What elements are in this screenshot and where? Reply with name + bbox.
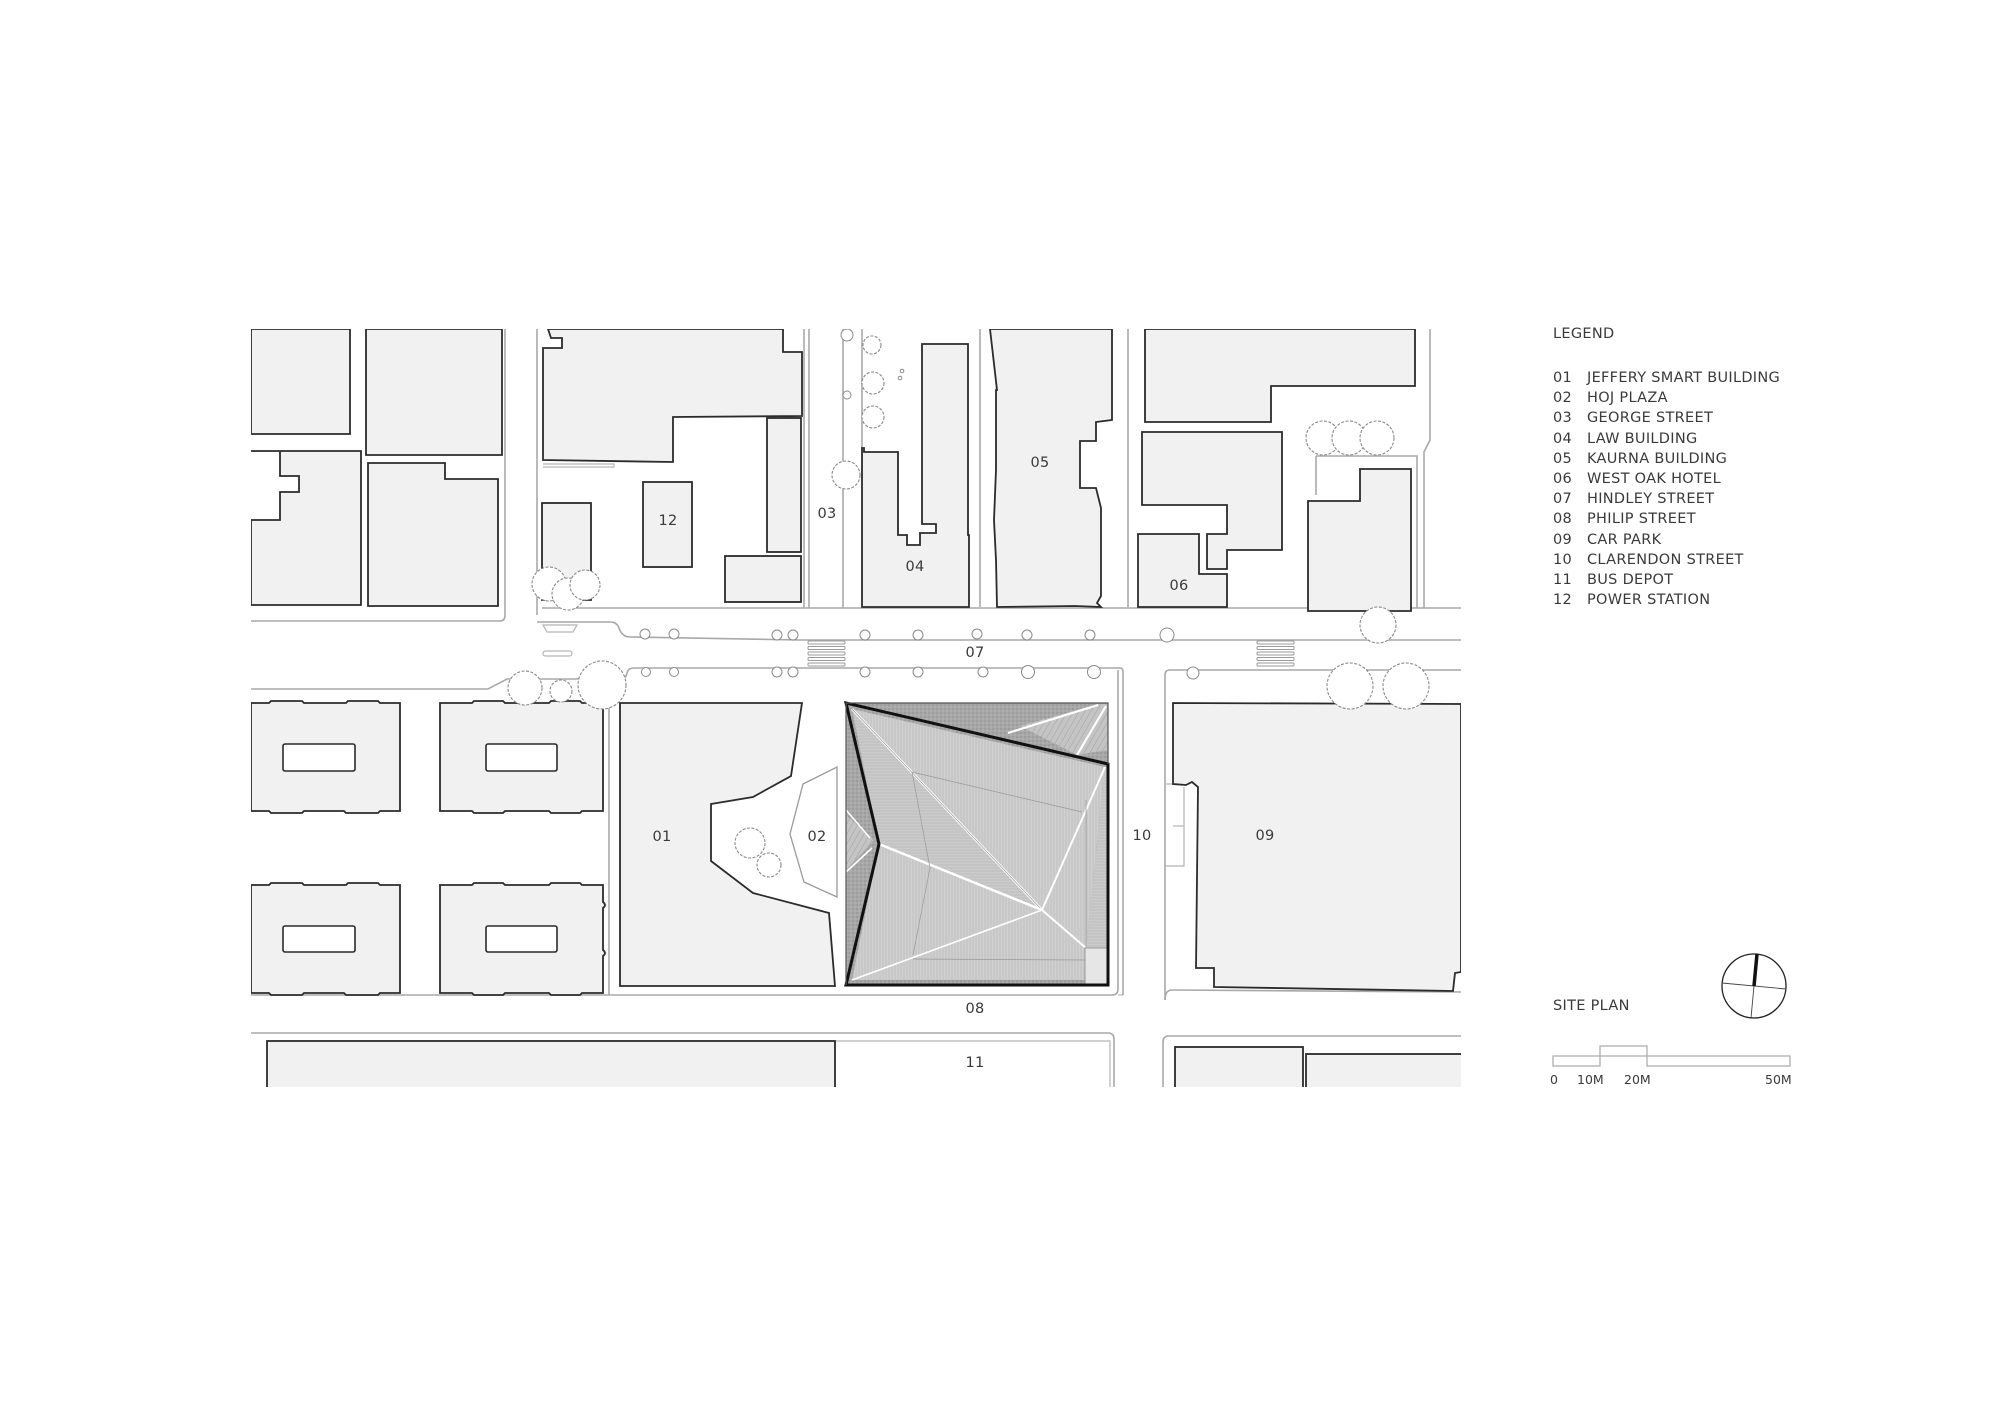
hoj-plaza — [789, 765, 838, 899]
legend: LEGEND 01 JEFFERY SMART BUILDING 02 HOJ PL… — [1553, 326, 1780, 610]
legend-item: 08 PHILIP STREET — [1553, 509, 1780, 529]
map-label-04: 04 — [905, 559, 925, 575]
street-trees — [639, 329, 1200, 680]
car-park — [1172, 702, 1461, 992]
legend-num: 10 — [1553, 551, 1573, 568]
legend-item: 01 JEFFERY SMART BUILDING — [1553, 368, 1780, 388]
map-label-02: 02 — [807, 829, 827, 845]
legend-item: 05 KAURNA BUILDING — [1553, 449, 1780, 469]
legend-name: WEST OAK HOTEL — [1587, 470, 1721, 487]
legend-item: 02 HOJ PLAZA — [1553, 388, 1780, 408]
south-east-building-1 — [1174, 1046, 1304, 1087]
legend-num: 02 — [1553, 390, 1573, 407]
power-station-building — [642, 481, 693, 568]
legend-num: 11 — [1553, 571, 1573, 588]
legend-item: 07 HINDLEY STREET — [1553, 489, 1780, 509]
legend-num: 05 — [1553, 450, 1573, 467]
legend-item: 03 GEORGE STREET — [1553, 408, 1780, 428]
scale-label-10m: 10M — [1577, 1072, 1604, 1087]
legend-name: CAR PARK — [1587, 531, 1662, 548]
law-building — [861, 343, 970, 608]
south-east-building-2 — [1305, 1053, 1461, 1087]
legend-item: 09 CAR PARK — [1553, 530, 1780, 550]
north-arrow-icon — [1721, 953, 1787, 1019]
scale-label-20m: 20M — [1624, 1072, 1651, 1087]
project-building-roof — [843, 700, 1110, 987]
map-label-09: 09 — [1255, 828, 1275, 844]
legend-num: 06 — [1553, 470, 1573, 487]
legend-name: JEFFERY SMART BUILDING — [1587, 370, 1781, 386]
buildings-north-centre — [541, 329, 803, 603]
map-label-07: 07 — [965, 645, 985, 661]
legend-num: 04 — [1553, 430, 1573, 447]
scale-bar — [1552, 1045, 1791, 1067]
kaurna-building — [989, 329, 1113, 608]
west-oak-hotel — [1137, 533, 1228, 608]
map-label-11: 11 — [965, 1055, 985, 1071]
scale-label-50m: 50M — [1765, 1072, 1792, 1087]
legend-name: POWER STATION — [1587, 592, 1711, 609]
buildings-north-east — [1137, 329, 1416, 612]
map-label-05: 05 — [1030, 455, 1050, 471]
jeffery-smart-building — [619, 702, 836, 987]
map-label-06: 06 — [1169, 578, 1189, 594]
crosswalks — [541, 624, 1295, 667]
legend-item: 10 CLARENDON STREET — [1553, 550, 1780, 570]
legend-item: 06 WEST OAK HOTEL — [1553, 469, 1780, 489]
legend-name: LAW BUILDING — [1587, 430, 1698, 447]
legend-item: 12 POWER STATION — [1553, 590, 1780, 610]
map-label-08: 08 — [965, 1001, 985, 1017]
trees — [507, 335, 1430, 878]
legend-name: CLARENDON STREET — [1587, 551, 1744, 568]
legend-num: 07 — [1553, 491, 1573, 508]
legend-item: 04 LAW BUILDING — [1553, 429, 1780, 449]
legend-num: 01 — [1553, 370, 1573, 386]
bus-depot-west-building — [266, 1040, 836, 1087]
legend-name: GEORGE STREET — [1587, 410, 1714, 427]
map-label-12: 12 — [658, 513, 678, 529]
legend-title: LEGEND — [1553, 326, 1615, 342]
legend-item: 11 BUS DEPOT — [1553, 570, 1780, 590]
legend-name: BUS DEPOT — [1587, 571, 1674, 588]
map-label-10: 10 — [1132, 828, 1152, 844]
buildings-north-west — [251, 329, 503, 607]
legend-num: 09 — [1553, 531, 1573, 548]
scale-label-0: 0 — [1550, 1072, 1558, 1087]
legend-num: 12 — [1553, 592, 1573, 609]
legend-name: PHILIP STREET — [1587, 511, 1696, 528]
buildings-south-west — [251, 700, 610, 996]
legend-name: KAURNA BUILDING — [1587, 450, 1728, 467]
map-label-01: 01 — [652, 829, 672, 845]
legend-num: 08 — [1553, 511, 1573, 528]
road-lines — [251, 329, 1461, 1087]
legend-name: HINDLEY STREET — [1587, 491, 1715, 508]
drawing-title: SITE PLAN — [1553, 998, 1630, 1014]
map-label-03: 03 — [817, 506, 837, 522]
legend-num: 03 — [1553, 410, 1573, 427]
legend-name: HOJ PLAZA — [1587, 390, 1668, 407]
